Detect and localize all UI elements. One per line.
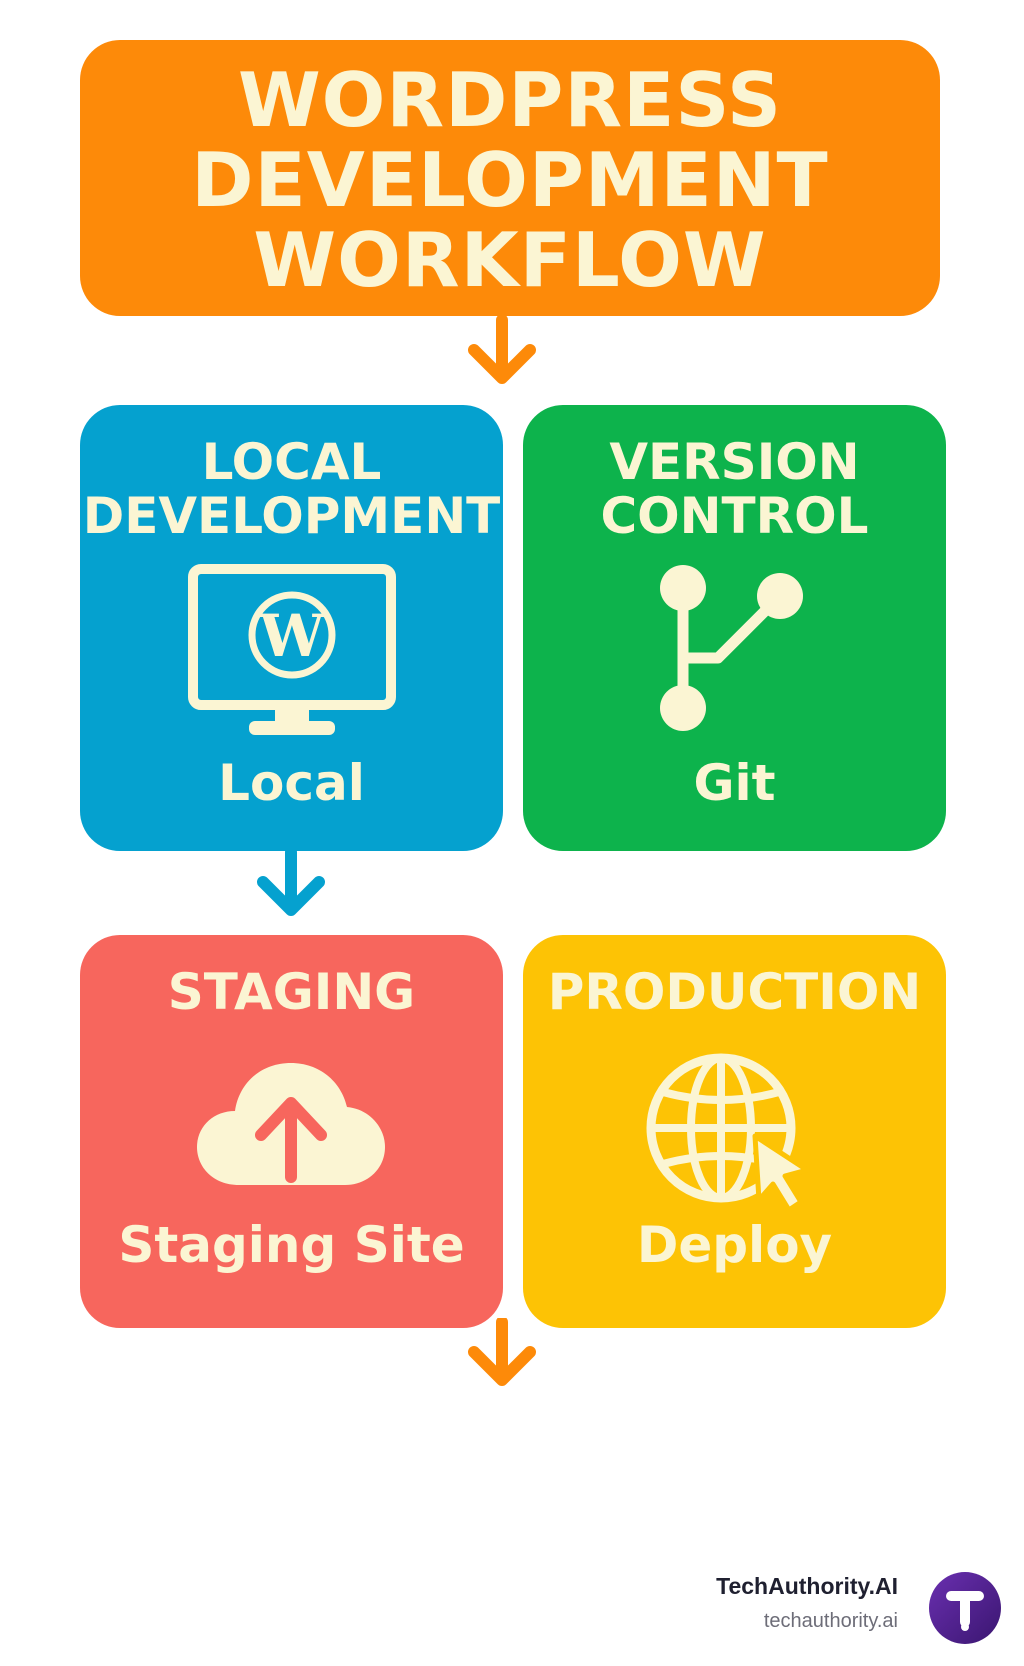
arrow-down-icon [257,848,325,916]
card-title: STAGING [80,965,503,1019]
card-staging: STAGING Staging Site [80,935,503,1328]
card-title-line: CONTROL [600,487,869,545]
title-line-3: WORKFLOW [253,216,767,304]
arrow-down-icon [468,316,536,384]
card-title-line: DEVELOPMENT [82,487,501,545]
card-label: Staging Site [118,1216,465,1274]
svg-text:W: W [258,602,325,670]
card-version-control: VERSION CONTROL Git [523,405,946,851]
techauthority-logo-icon [929,1572,1001,1644]
card-title: VERSION CONTROL [523,435,946,543]
card-local-development: LOCAL DEVELOPMENT W Local [80,405,503,851]
card-label: Deploy [636,1216,833,1274]
page-title: WORDPRESS DEVELOPMENT WORKFLOW [80,60,940,300]
title-line-1: WORDPRESS [237,56,783,144]
card-title-line: VERSION [609,433,860,491]
card-title: PRODUCTION [523,965,946,1019]
globe-cursor-icon [646,1053,810,1213]
title-banner: WORDPRESS DEVELOPMENT WORKFLOW [80,40,940,316]
brand-name: TechAuthority.AI [716,1573,898,1599]
card-label: Git [693,754,776,812]
wordpress-monitor-icon: W [188,564,396,735]
arrow-down-icon [468,1318,536,1386]
title-line-2: DEVELOPMENT [191,136,829,224]
card-title: LOCAL DEVELOPMENT [80,435,503,543]
cloud-upload-icon [197,1063,385,1185]
card-title-line: LOCAL [201,433,382,491]
git-branch-icon [660,565,803,731]
brand-url: techauthority.ai [763,1610,898,1632]
card-production: PRODUCTION Deploy [523,935,946,1328]
card-title-line: STAGING [167,963,416,1021]
card-title-line: PRODUCTION [547,963,922,1021]
card-label: Local [218,754,365,812]
